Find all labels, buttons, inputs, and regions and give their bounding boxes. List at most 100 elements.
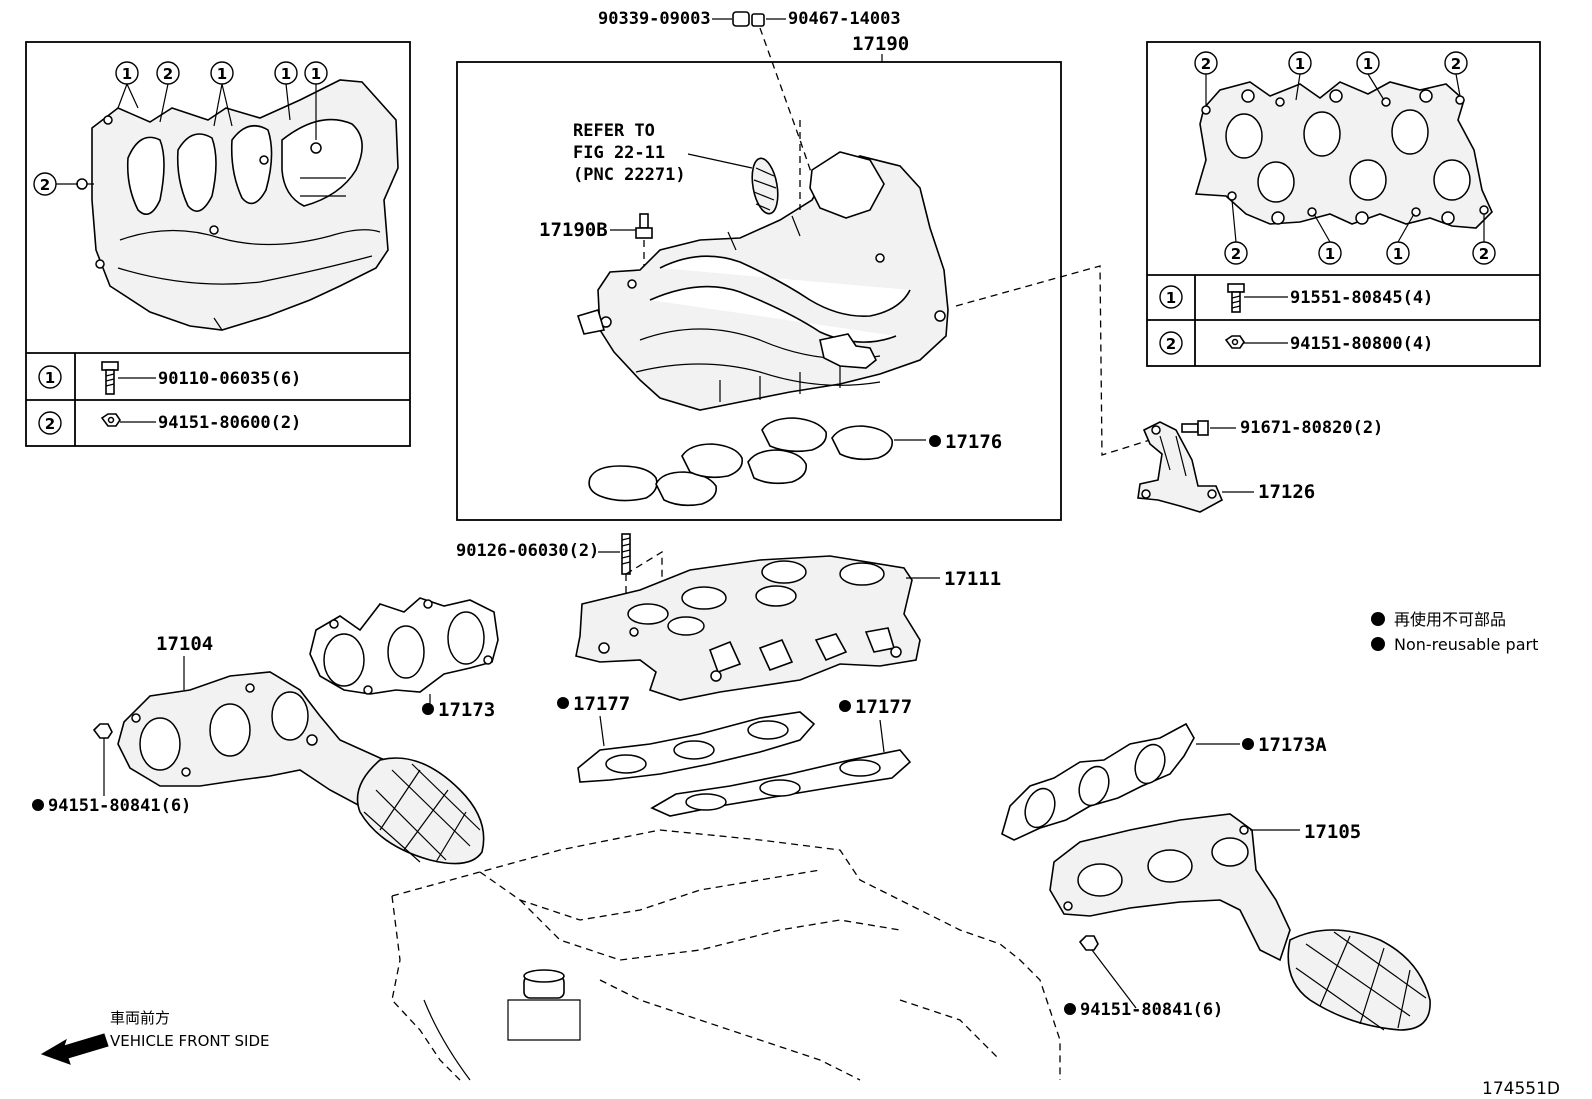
svg-text:2: 2 [1479,245,1489,263]
svg-text:2: 2 [1166,335,1176,353]
gasket-17173: 17173 [309,597,499,721]
bolt-91671-icon [1181,420,1209,436]
vehicle-front-indicator: 車両前方 VEHICLE FRONT SIDE [40,1009,270,1065]
right-inset-callout-top-1a: 1 [1288,51,1312,101]
legend-en: Non-reusable part [1394,635,1538,654]
label-17173: 17173 [438,699,495,721]
label-90126: 90126-06030(2) [456,541,599,561]
left-inset-frame [25,41,411,447]
exhaust-manifold-left-drawing [117,671,485,865]
nonreusable-marker-94151-left [32,799,44,811]
refer-line-3: (PNC 22271) [573,165,686,185]
nut-icon [100,413,121,427]
gasket-17176-drawing [588,417,894,507]
label-17173a: 17173A [1258,734,1327,756]
refer-line-2: FIG 22-11 [573,143,665,163]
legend-marker-en [1371,637,1385,651]
left-inset-callout-1d: 1 [304,61,328,140]
left-inset-callout-side-2: 2 [33,172,78,196]
label-17176: 17176 [945,431,1002,453]
hose-fitting-icon [732,11,765,27]
label-91671: 91671-80820(2) [1240,418,1383,438]
svg-text:1: 1 [1393,245,1403,263]
svg-text:1: 1 [1363,55,1373,73]
left-table-row-2: 2 94151-80600(2) [38,411,301,435]
label-94151-right: 94151-80841(6) [1080,1000,1223,1020]
diagram-number: 174551D [1482,1079,1560,1099]
legend-jp: 再使用不可部品 [1394,610,1506,629]
nonreusable-marker-17177b [839,700,851,712]
svg-text:1: 1 [122,65,132,83]
front-side-jp: 車両前方 [110,1009,170,1027]
right-inset-callout-bottom-1a: 1 [1313,213,1342,265]
left-table-part-2: 94151-80600(2) [158,413,301,433]
svg-text:2: 2 [1231,245,1241,263]
intake-manifold-assembly: 17190 REFER TO FIG 22-11 (PNC 22271) 171… [456,33,1062,521]
right-inset-callout-top-2a: 2 [1194,51,1218,106]
exhaust-manifold-right-drawing [1049,813,1431,1031]
left-inset-callout-2a: 2 [156,61,180,123]
left-table-part-1: 90110-06035(6) [158,369,301,389]
label-17126: 17126 [1258,481,1315,503]
refer-line-1: REFER TO [573,121,655,141]
nonreusable-marker-17176 [929,435,941,447]
label-90339: 90339-09003 [598,9,711,29]
legend: 再使用不可部品 Non-reusable part [1371,610,1538,654]
right-inset-callout-bottom-2b: 2 [1472,214,1496,265]
left-inset-manifold-drawing [76,79,399,331]
lower-intake-manifold-17111: 17111 [575,555,1001,701]
stud-icon [621,533,631,575]
nut-icon [1224,335,1245,349]
svg-text:2: 2 [40,176,50,194]
gasket-17177-a: 17177 [557,693,816,783]
svg-text:1: 1 [1166,289,1176,307]
svg-text:1: 1 [311,65,321,83]
svg-text:2: 2 [163,65,173,83]
left-inset-callout-1a: 1 [115,61,139,109]
svg-text:2: 2 [1201,55,1211,73]
left-table-row-1: 1 90110-06035(6) [38,361,301,395]
label-17104: 17104 [156,633,213,655]
right-inset-callout-top-1b: 1 [1356,51,1385,101]
mesh-filter-icon [751,157,779,215]
svg-text:1: 1 [281,65,291,83]
exhaust-manifold-17105: 17105 94151-80841(6) [1049,813,1431,1031]
right-table-part-1: 91551-80845(4) [1290,288,1433,308]
nonreusable-marker-17173 [422,703,434,715]
front-arrow-icon [40,1033,109,1065]
svg-text:1: 1 [1325,245,1335,263]
bolt-icon [101,361,119,395]
oil-filler-cap-drawing [507,969,581,1041]
front-side-en: VEHICLE FRONT SIDE [110,1032,270,1050]
legend-marker-jp [1371,612,1385,626]
right-table-row-1: 1 91551-80845(4) [1159,283,1433,313]
nonreusable-marker-17173a [1242,738,1254,750]
right-inset-fastener-table: 1 91551-80845(4) 2 94151-80800(4) [1147,274,1540,366]
label-90467: 90467-14003 [788,9,901,29]
exhaust-manifold-17104: 17104 94151-80841(6) [32,633,485,865]
nut-icon [92,723,113,739]
right-table-part-2: 94151-80800(4) [1290,334,1433,354]
svg-text:1: 1 [45,369,55,387]
left-inset-callout-1c: 1 [274,61,298,121]
bracket-drawing [1137,421,1224,513]
left-inset-fastener-table: 1 90110-06035(6) 2 94151-80600(2) [26,352,410,446]
lower-manifold-drawing [575,555,921,701]
right-inset-gasket-drawing [1194,81,1493,229]
intake-manifold-frame [456,61,1062,521]
svg-text:2: 2 [1451,55,1461,73]
hose-fittings-group: 90339-09003 90467-14003 [598,9,901,176]
right-inset: 2 1 1 2 2 1 1 [1146,41,1541,367]
label-17190b: 17190B [539,219,608,241]
label-17177-b: 17177 [855,696,912,718]
nut-icon [1078,935,1099,951]
upper-intake-manifold-drawing [576,151,949,411]
gasket-17177-b: 17177 [650,696,912,817]
gasket-17173a: 17173A [1001,722,1327,841]
nonreusable-marker-17177a [557,697,569,709]
label-17190: 17190 [852,33,909,55]
bracket-17126: 91671-80820(2) 17126 [1137,418,1383,513]
right-inset-callout-bottom-1b: 1 [1386,213,1415,265]
label-17111: 17111 [944,568,1001,590]
